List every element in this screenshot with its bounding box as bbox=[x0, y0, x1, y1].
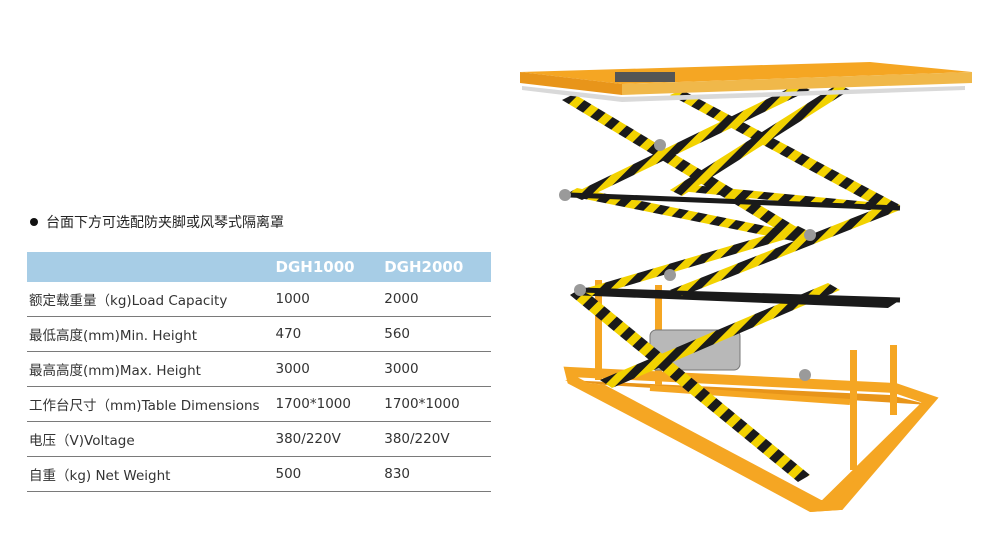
row-label: 最低高度(mm)Min. Height bbox=[27, 316, 276, 352]
table-row: 工作台尺寸（mm)Table Dimensions 1700*1000 1700… bbox=[27, 386, 491, 422]
row-value-2: 2000 bbox=[384, 282, 491, 317]
table-row: 自重（kg) Net Weight 500 830 bbox=[27, 456, 491, 492]
option-note-text: 台面下方可选配防夹脚或风琴式隔离罩 bbox=[46, 215, 284, 231]
header-model-dgh2000: DGH2000 bbox=[384, 252, 491, 282]
row-value-2: 380/220V bbox=[384, 421, 491, 457]
row-value-1: 470 bbox=[275, 316, 385, 352]
table-row: 最低高度(mm)Min. Height 470 560 bbox=[27, 316, 491, 352]
base-frame bbox=[563, 366, 939, 512]
header-model-dgh1000: DGH1000 bbox=[275, 252, 385, 282]
row-value-1: 3000 bbox=[275, 351, 385, 387]
platform-label-plate bbox=[615, 72, 675, 82]
spec-table-header: DGH1000 DGH2000 bbox=[27, 252, 491, 282]
row-value-2: 3000 bbox=[384, 351, 491, 387]
scissor-arms bbox=[559, 84, 901, 482]
row-label: 额定载重量（kg)Load Capacity bbox=[27, 282, 276, 317]
row-label: 自重（kg) Net Weight bbox=[27, 456, 276, 492]
row-value-1: 1000 bbox=[275, 282, 385, 317]
row-label: 工作台尺寸（mm)Table Dimensions bbox=[27, 386, 276, 422]
scissor-lift-illustration bbox=[520, 62, 972, 512]
row-label: 电压（V)Voltage bbox=[27, 421, 276, 457]
row-value-1: 380/220V bbox=[275, 421, 385, 457]
table-row: 最高高度(mm)Max. Height 3000 3000 bbox=[27, 351, 491, 387]
bullet-icon bbox=[30, 218, 38, 226]
row-value-1: 1700*1000 bbox=[275, 386, 385, 422]
row-value-2: 830 bbox=[384, 456, 491, 492]
option-note: 台面下方可选配防夹脚或风琴式隔离罩 bbox=[30, 212, 284, 232]
spec-table: DGH1000 DGH2000 额定载重量（kg)Load Capacity 1… bbox=[27, 252, 491, 492]
row-value-2: 1700*1000 bbox=[384, 386, 491, 422]
table-row: 额定载重量（kg)Load Capacity 1000 2000 bbox=[27, 282, 491, 317]
table-row: 电压（V)Voltage 380/220V 380/220V bbox=[27, 421, 491, 457]
lift-platform bbox=[520, 62, 972, 102]
header-empty bbox=[27, 252, 276, 282]
row-label: 最高高度(mm)Max. Height bbox=[27, 351, 276, 387]
row-value-2: 560 bbox=[384, 316, 491, 352]
row-value-1: 500 bbox=[275, 456, 385, 492]
